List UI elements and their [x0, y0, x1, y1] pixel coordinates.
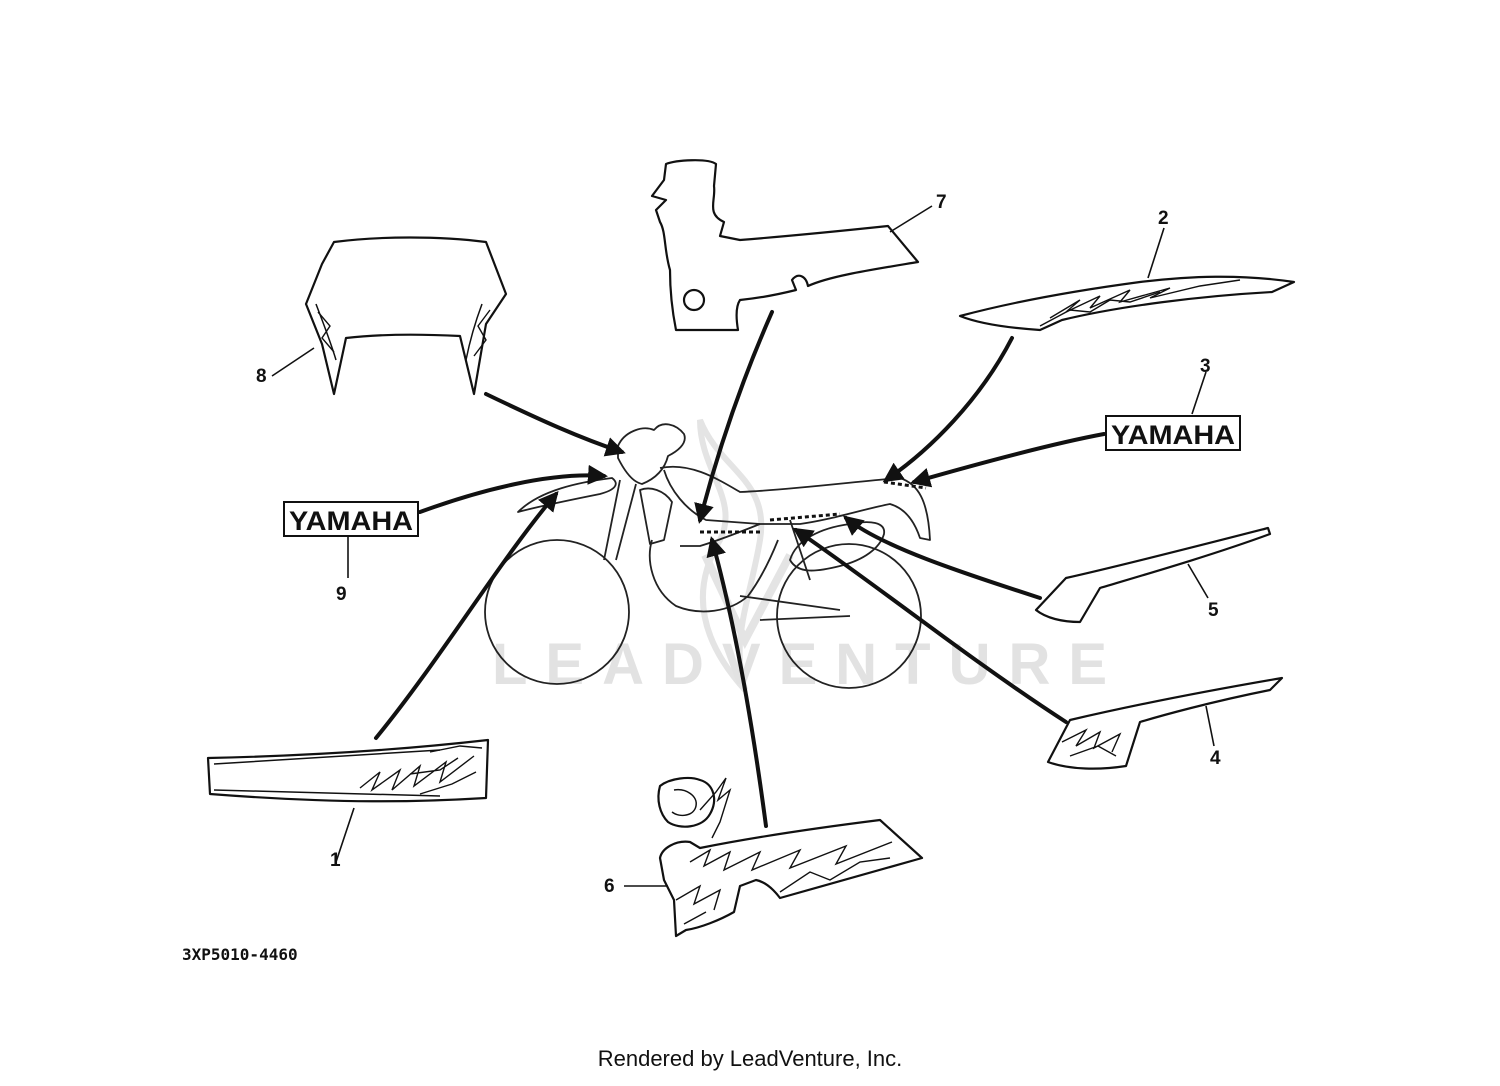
callout-1: 1	[330, 850, 341, 871]
callout-2: 2	[1158, 208, 1169, 229]
part-6-shroud-graphic[interactable]	[657, 776, 924, 938]
callout-5: 5	[1208, 600, 1219, 621]
location-arrows	[374, 310, 1106, 828]
callout-6: 6	[604, 876, 615, 897]
footer-credit: Rendered by LeadVenture, Inc.	[597, 1046, 903, 1071]
callout-3: 3	[1200, 356, 1211, 377]
callout-9: 9	[336, 584, 347, 605]
callout-4: 4	[1210, 748, 1221, 769]
part-2-shroud-graphic[interactable]	[958, 275, 1296, 332]
diagram-code: 3XP5010-4460	[182, 945, 298, 964]
callout-8: 8	[256, 366, 267, 387]
leader-lines	[271, 205, 1215, 887]
part-4-side-cover-graphic[interactable]	[1046, 676, 1284, 770]
part-9-yamaha-emblem[interactable]: YAMAHA	[283, 501, 419, 537]
callout-7: 7	[936, 192, 947, 213]
part-7-number-plate-decal[interactable]	[650, 159, 920, 332]
watermark-text: LEADVENTURE	[492, 632, 1125, 697]
part-8-headlight-cover[interactable]	[304, 236, 508, 396]
yamaha-emblem-9-text: YAMAHA	[289, 506, 413, 536]
part-5-side-cover-decal[interactable]	[1034, 526, 1272, 624]
part-3-yamaha-emblem[interactable]: YAMAHA	[1105, 415, 1241, 451]
part-1-tank-graphic[interactable]	[206, 738, 490, 803]
yamaha-emblem-3-text: YAMAHA	[1111, 420, 1235, 450]
